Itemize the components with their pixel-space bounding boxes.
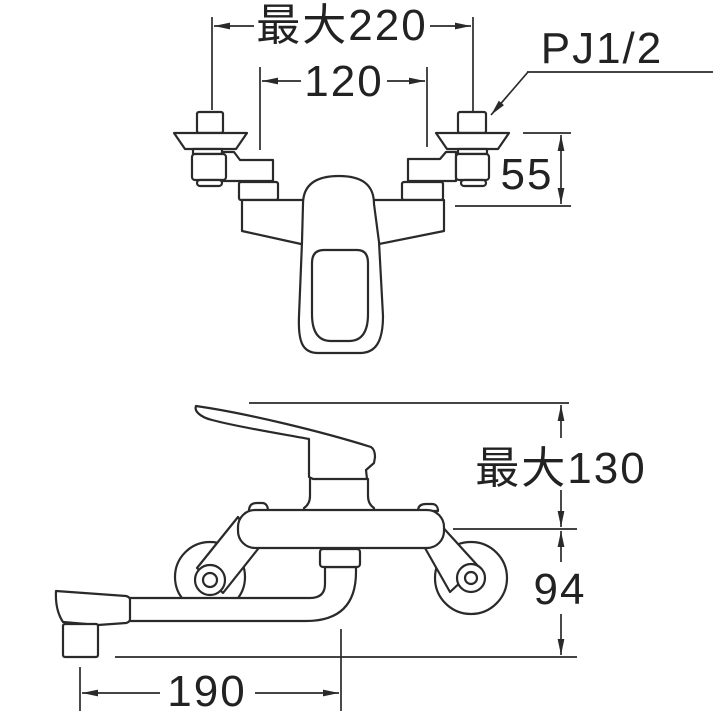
left-union-step	[195, 178, 224, 188]
left-body-connector	[237, 180, 280, 202]
lever-handle-side	[194, 404, 377, 481]
right-body-connector	[400, 180, 445, 202]
spout-connector-nut	[318, 547, 362, 569]
cartridge-neck	[302, 477, 376, 512]
label-max-height: 最大130	[475, 444, 646, 493]
right-union-flange	[434, 131, 511, 151]
left-union-arm	[220, 150, 275, 183]
label-inner-width: 120	[304, 57, 383, 106]
side-view	[54, 404, 509, 659]
handle-grip-recess	[310, 248, 370, 343]
faucet-body-side	[236, 508, 446, 550]
left-union-nut	[195, 110, 225, 135]
spout-aerator	[61, 622, 100, 659]
right-union-step	[459, 178, 488, 188]
spout-tube	[126, 565, 358, 623]
label-spout-reach: 190	[167, 667, 246, 713]
handle-front	[297, 174, 385, 355]
left-union-flange	[172, 131, 249, 151]
right-union-arm	[406, 150, 458, 183]
label-thread-size: PJ1/2	[541, 24, 664, 73]
right-leg-hub-center	[463, 570, 479, 586]
label-union-height: 55	[501, 150, 554, 199]
label-spout-drop: 94	[534, 565, 587, 614]
dimension-annotations: 最大220 120 PJ1/2 55 最大130 94 190	[79, 1, 713, 713]
leader-pj-arrow	[490, 71, 529, 116]
left-union-cylinder	[190, 152, 228, 182]
right-union-cylinder	[454, 152, 491, 182]
left-leg-hub-center	[201, 571, 219, 589]
right-union-nut	[456, 110, 488, 135]
front-view	[172, 110, 511, 355]
spout-outlet-head	[54, 589, 132, 627]
label-max-width: 最大220	[256, 1, 427, 50]
